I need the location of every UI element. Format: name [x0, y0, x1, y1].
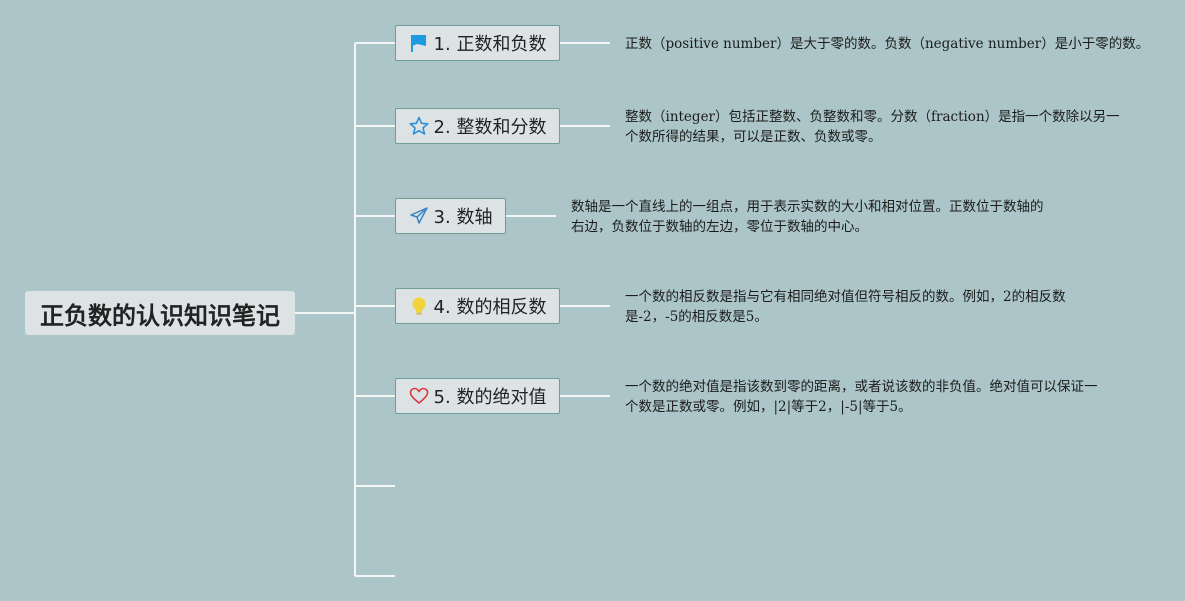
note-line: 右边，负数位于数轴的左边，零位于数轴的中心。 — [571, 219, 868, 235]
note-line: 个数所得的结果，可以是正数、负数或零。 — [625, 129, 882, 145]
branch-note-4: 一个数的相反数是指与它有相同绝对值但符号相反的数。例如，2的相反数 是-2，-5… — [625, 287, 1066, 327]
branch-node-1[interactable]: 1. 正数和负数 — [395, 25, 560, 61]
note-line: 数轴是一个直线上的一组点，用于表示实数的大小和相对位置。正数位于数轴的 — [571, 199, 1044, 215]
lightbulb-icon — [409, 296, 429, 316]
paper-plane-icon — [409, 206, 429, 226]
root-topic[interactable]: 正负数的认识知识笔记 — [25, 291, 295, 335]
branch-node-3[interactable]: 3. 数轴 — [395, 198, 506, 234]
branch-note-3: 数轴是一个直线上的一组点，用于表示实数的大小和相对位置。正数位于数轴的 右边，负… — [571, 197, 1044, 237]
note-line: 个数是正数或零。例如，|2|等于2，|-5|等于5。 — [625, 399, 912, 415]
branch-note-5: 一个数的绝对值是指该数到零的距离，或者说该数的非负值。绝对值可以保证一 个数是正… — [625, 377, 1098, 417]
branch-node-4[interactable]: 4. 数的相反数 — [395, 288, 560, 324]
branch-node-2[interactable]: 2. 整数和分数 — [395, 108, 560, 144]
branch-label-4: 4. 数的相反数 — [433, 297, 547, 318]
branch-node-5[interactable]: 5. 数的绝对值 — [395, 378, 560, 414]
branch-note-2: 整数（integer）包括正整数、负整数和零。分数（fraction）是指一个数… — [625, 107, 1120, 147]
note-line: 是-2，-5的相反数是5。 — [625, 309, 768, 325]
branch-label-1: 1. 正数和负数 — [433, 34, 547, 55]
branch-label-2: 2. 整数和分数 — [433, 117, 547, 138]
note-line: 一个数的相反数是指与它有相同绝对值但符号相反的数。例如，2的相反数 — [625, 289, 1066, 305]
branch-label-5: 5. 数的绝对值 — [433, 387, 547, 408]
branch-label-3: 3. 数轴 — [433, 207, 493, 228]
root-topic-label: 正负数的认识知识笔记 — [40, 301, 280, 330]
note-line: 一个数的绝对值是指该数到零的距离，或者说该数的非负值。绝对值可以保证一 — [625, 379, 1098, 395]
flag-icon — [409, 33, 429, 53]
note-line: 正数（positive number）是大于零的数。负数（negative nu… — [625, 36, 1150, 52]
heart-icon — [409, 386, 429, 406]
star-icon — [408, 116, 429, 136]
branch-note-1: 正数（positive number）是大于零的数。负数（negative nu… — [625, 34, 1149, 54]
note-line: 整数（integer）包括正整数、负整数和零。分数（fraction）是指一个数… — [625, 109, 1120, 125]
